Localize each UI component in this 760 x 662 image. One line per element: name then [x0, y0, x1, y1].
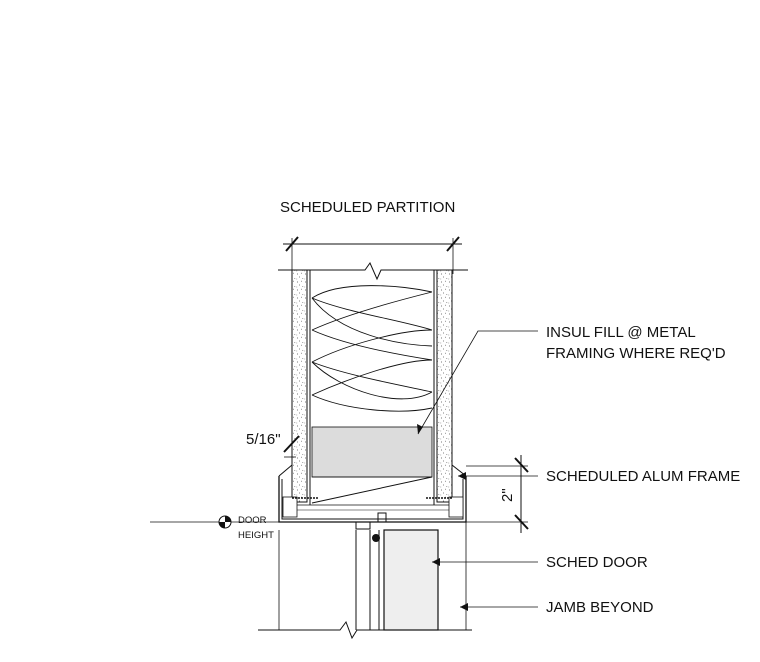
scheduled-partition-label: SCHEDULED PARTITION [280, 199, 455, 216]
door-height-label-line2: HEIGHT [238, 530, 274, 541]
door-height-label-line1: DOOR [238, 515, 267, 526]
door-height-marker-icon [218, 515, 232, 529]
frame-dimension-label: 2" [499, 488, 516, 502]
left-gypsum-board [291, 269, 308, 503]
insul-fill-label-line2: FRAMING WHERE REQ'D [546, 345, 726, 362]
right-gypsum-board [436, 269, 453, 503]
insulation-fill-block [311, 426, 433, 478]
sched-door-label: SCHED DOOR [546, 554, 648, 571]
top-break-line [278, 261, 468, 281]
door-gasket [372, 534, 380, 542]
scheduled-alum-frame-label: SCHEDULED ALUM FRAME [546, 468, 740, 485]
insulation-batt [311, 285, 433, 412]
partition-dimension [283, 236, 462, 274]
bottom-break-line [258, 620, 472, 640]
door-leaf [383, 529, 439, 631]
insul-fill-label-line1: INSUL FILL @ METAL [546, 324, 696, 341]
gap-dimension-label: 5/16" [246, 431, 281, 448]
aluminum-frame [278, 464, 467, 530]
frame-dimension [466, 455, 529, 533]
jamb-beyond-label: JAMB BEYOND [546, 599, 654, 616]
insul-fill-leader [417, 330, 538, 435]
